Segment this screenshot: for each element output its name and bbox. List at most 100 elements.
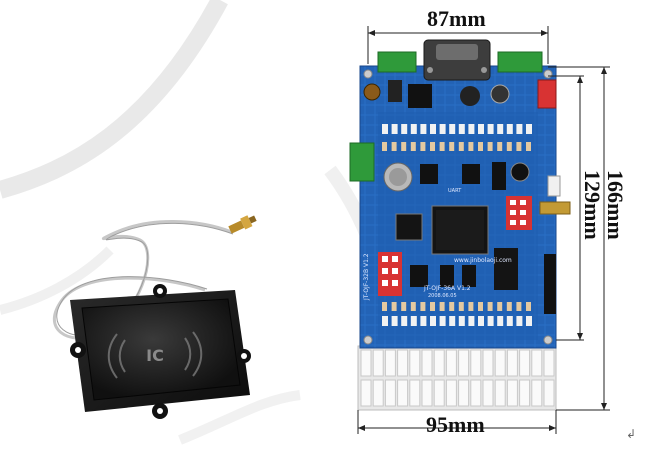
terminal-cell — [519, 349, 531, 377]
dip-switch-left — [378, 252, 402, 296]
dip-switch-right — [506, 196, 532, 230]
led — [449, 124, 456, 134]
terminal-cell — [543, 379, 555, 407]
resistor — [458, 142, 464, 151]
terminal-cell — [482, 349, 494, 377]
terminal-cell — [384, 349, 396, 377]
terminal-cell — [372, 379, 384, 407]
sma-connector — [228, 215, 257, 234]
silk-date: 2008.06.05 — [428, 293, 457, 299]
terminal-cell — [470, 349, 482, 377]
terminal-cell — [506, 379, 518, 407]
resistor — [478, 142, 483, 151]
dimension-bottom-width: 95mm — [426, 412, 485, 437]
silk-model-side: JT-OJF-32B V1.2 — [363, 253, 370, 301]
resistor — [391, 142, 397, 151]
terminal-cell — [409, 349, 421, 377]
resistor-row-bottom — [382, 302, 531, 311]
resistor — [401, 142, 407, 151]
terminal-block-right — [497, 51, 543, 73]
led — [526, 124, 532, 134]
terminal-cell — [360, 349, 372, 377]
reader-label: IC — [146, 346, 164, 365]
resistor — [468, 302, 474, 311]
led — [487, 124, 494, 134]
terminal-block-side — [349, 142, 375, 182]
resistor — [401, 302, 407, 311]
led — [439, 316, 446, 326]
led — [420, 124, 427, 134]
resistor — [516, 142, 522, 151]
terminal-cell — [531, 379, 543, 407]
resistor — [439, 302, 445, 311]
led — [497, 316, 504, 326]
resistor — [506, 302, 512, 311]
terminal-cell — [494, 349, 506, 377]
resistor — [468, 142, 474, 151]
terminal-cell — [360, 379, 372, 407]
resistor — [420, 302, 426, 311]
led — [506, 124, 513, 134]
inductor — [363, 83, 381, 101]
dimension-inner-height: 129mm — [580, 170, 605, 240]
led — [430, 316, 436, 326]
pin-header — [544, 254, 556, 314]
led — [497, 124, 504, 134]
resistor — [391, 302, 397, 311]
resistor — [487, 142, 493, 151]
resistor — [526, 302, 531, 311]
terminal-cell — [531, 349, 543, 377]
led — [401, 124, 408, 134]
led — [516, 124, 523, 134]
led — [382, 124, 388, 134]
led — [468, 124, 475, 134]
led — [449, 316, 456, 326]
led — [391, 124, 398, 134]
resistor — [382, 142, 387, 151]
led — [478, 316, 484, 326]
terminal-cell — [543, 349, 555, 377]
terminal-cell — [397, 349, 409, 377]
paragraph-mark: ↲ — [626, 427, 637, 441]
terminal-cell — [482, 379, 494, 407]
led — [506, 316, 513, 326]
terminal-cell — [458, 379, 470, 407]
resistor — [506, 142, 512, 151]
terminal-cell — [445, 349, 457, 377]
led-row-bottom — [382, 316, 532, 326]
led-row-top — [382, 124, 532, 134]
resistor — [497, 302, 503, 311]
resistor — [430, 142, 435, 151]
terminal-cell — [433, 379, 445, 407]
resistor — [516, 302, 522, 311]
resistor-row-top — [382, 142, 531, 151]
board-sma — [539, 201, 571, 215]
terminal-cell — [458, 349, 470, 377]
resistor — [430, 302, 435, 311]
led — [458, 124, 465, 134]
resistor — [439, 142, 445, 151]
led — [487, 316, 494, 326]
led — [391, 316, 398, 326]
terminal-block-left — [377, 51, 417, 73]
led — [516, 316, 523, 326]
led — [478, 124, 484, 134]
terminal-cell — [519, 379, 531, 407]
silk-model: JT-OJF-36A V1.2 — [423, 285, 471, 292]
resistor — [382, 302, 387, 311]
resistor — [487, 302, 493, 311]
resistor — [410, 142, 416, 151]
led — [410, 316, 417, 326]
terminal-cell — [506, 349, 518, 377]
resistor — [410, 302, 416, 311]
terminal-cell — [397, 379, 409, 407]
dimension-outer-height: 166mm — [603, 170, 628, 240]
rf-wave-icon — [107, 331, 203, 379]
resistor — [449, 142, 455, 151]
terminal-cell — [409, 379, 421, 407]
red-connector — [537, 79, 557, 109]
led — [526, 316, 532, 326]
